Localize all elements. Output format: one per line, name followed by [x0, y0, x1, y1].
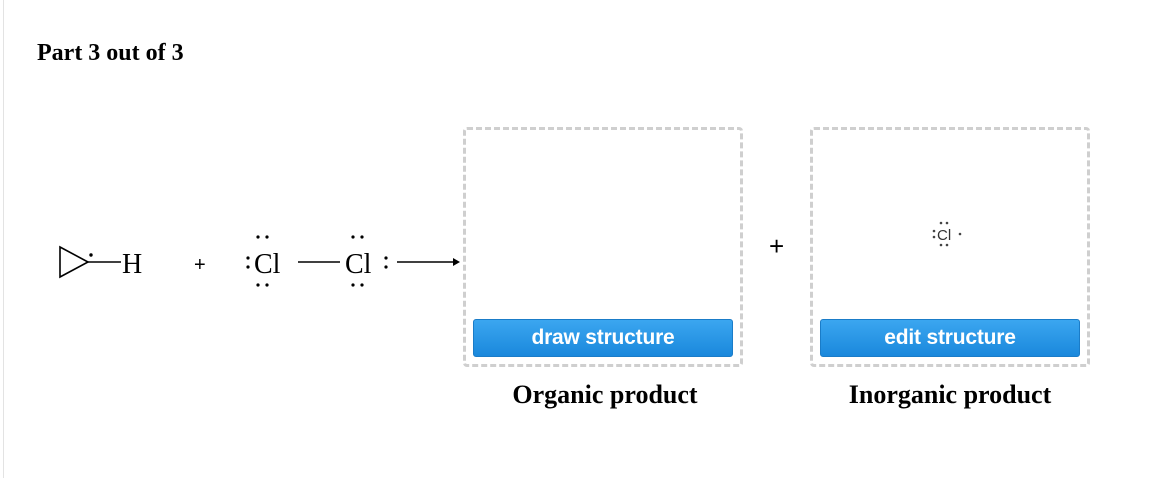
- reaction-arrow: [397, 258, 460, 266]
- cyclopropane-ring: [59, 245, 90, 279]
- chlorine-atom-left: Cl: [254, 249, 281, 280]
- plus-sign-2: +: [769, 231, 785, 261]
- radical-dot: [89, 253, 93, 257]
- edit-structure-button[interactable]: edit structure: [820, 319, 1080, 357]
- draw-structure-button[interactable]: draw structure: [473, 319, 733, 357]
- chlorine-radical-structure: Cl: [932, 221, 962, 247]
- chlorine-radical-atom: Cl: [937, 227, 951, 244]
- page-left-border: [3, 0, 4, 478]
- organic-product-label: Organic product: [512, 380, 698, 409]
- inorganic-product-slot[interactable]: Cl edit structure: [810, 127, 1090, 367]
- chlorine-atom-right: Cl: [345, 249, 372, 280]
- chlorine-molecule: Cl Cl: [246, 235, 388, 287]
- hydrogen-atom: H: [122, 249, 142, 280]
- reactants-equation: H + Cl Cl: [59, 235, 460, 287]
- organic-product-slot[interactable]: draw structure: [463, 127, 743, 367]
- inorganic-product-label: Inorganic product: [848, 380, 1052, 409]
- part-title: Part 3 out of 3: [37, 40, 184, 66]
- plus-sign-1: +: [194, 254, 206, 276]
